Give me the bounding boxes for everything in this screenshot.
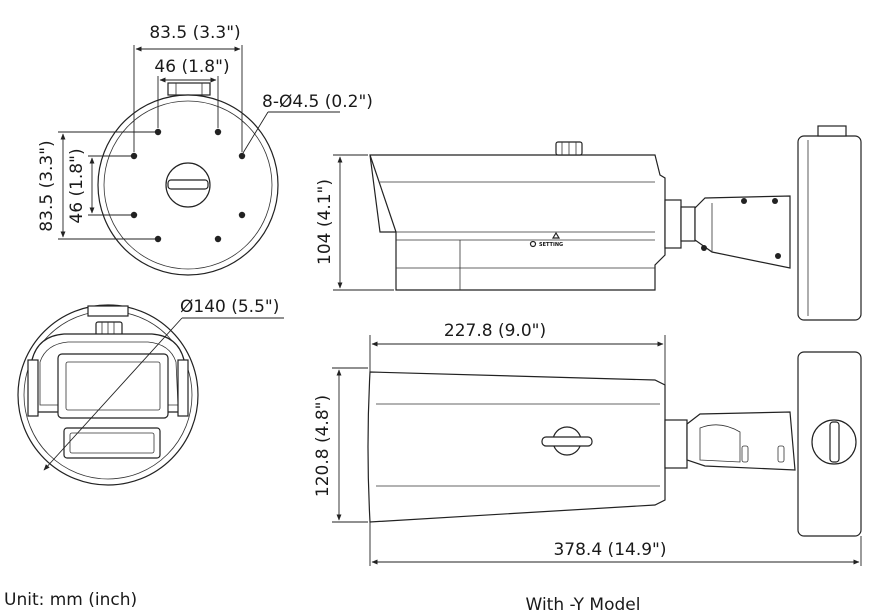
base-hole [214, 235, 222, 243]
setting-label: SETTING [539, 242, 563, 248]
top-bracket-arm [686, 411, 796, 471]
base-hole [238, 211, 246, 219]
base-hole [154, 128, 162, 136]
base-hole [130, 152, 138, 160]
dim-base-holes: 8-Ø4.5 (0.2") [262, 92, 373, 112]
top-housing [367, 371, 666, 523]
side-housing [369, 154, 666, 291]
model-caption: With -Y Model [526, 595, 641, 615]
front-ir-window [63, 427, 161, 459]
base-hole [214, 128, 222, 136]
dim-base-width: 83.5 (3.3") [149, 23, 240, 43]
dim-side-height: 104 (4.1") [315, 179, 335, 265]
base-hole [154, 235, 162, 243]
front-view [17, 304, 284, 486]
dim-diameter: Ø140 (5.5") [180, 297, 279, 317]
side-bracket-arm [694, 195, 791, 269]
dim-base-hole-spacing-h: 46 (1.8") [154, 57, 229, 77]
base-hole [130, 211, 138, 219]
dim-base-hole-spacing-v: 46 (1.8") [67, 148, 87, 223]
base-top-lug [167, 82, 211, 96]
dim-base-height: 83.5 (3.3") [37, 140, 57, 231]
top-view [332, 335, 862, 566]
front-lens-window [57, 353, 169, 419]
base-view [58, 45, 340, 276]
dim-total-length: 378.4 (14.9") [553, 540, 666, 560]
dim-top-length: 227.8 (9.0") [444, 321, 546, 341]
base-hole [238, 152, 246, 160]
side-view [333, 125, 862, 321]
dim-top-width: 120.8 (4.8") [313, 395, 333, 497]
side-neck [664, 199, 682, 249]
side-junction-box [797, 135, 862, 321]
unit-caption: Unit: mm (inch) [4, 590, 137, 610]
